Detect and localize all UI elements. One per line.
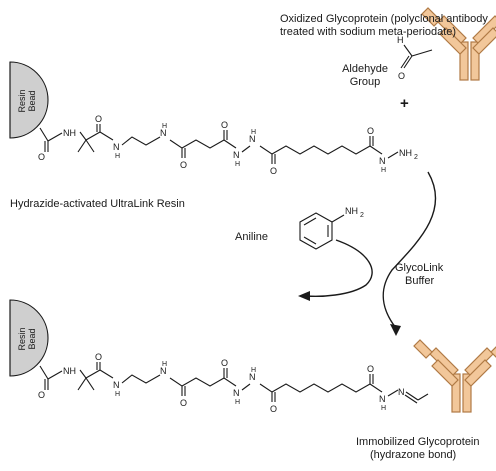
svg-text:H: H [115,391,120,398]
svg-text:O: O [270,166,277,176]
svg-text:H: H [381,167,386,174]
svg-text:2: 2 [360,212,364,219]
svg-text:NH: NH [345,206,358,216]
svg-text:O: O [95,352,102,362]
glycolink-buffer-label-line1: GlycoLink [395,262,444,274]
aldehyde-group: H O [397,35,433,81]
aldehyde-o-atom: O [398,71,405,81]
immobilized-glycoprotein-label-line2: (hydrazone bond) [370,449,457,461]
svg-text:H: H [162,123,167,130]
reaction-arrows [298,171,437,336]
svg-text:N: N [160,128,167,138]
resin-bead-icon: Resin Bead [9,299,49,377]
aldehyde-label-line1: Aldehyde [342,63,388,75]
antibody-icon [421,7,496,81]
svg-text:O: O [367,364,374,374]
svg-text:H: H [251,367,256,374]
svg-text:H: H [381,405,386,412]
svg-text:N: N [379,156,386,166]
svg-text:N: N [113,142,120,152]
benzene-ring-icon: NH 2 [299,206,364,250]
bead-label-line2: Bead [27,90,37,111]
aldehyde-h-atom: H [397,35,404,45]
hydrazide-linker-chain: O NH O N H N H O O N H N [38,114,418,176]
glycolink-buffer-label-line2: Buffer [405,275,435,287]
svg-text:NH: NH [399,148,412,158]
svg-text:H: H [235,399,240,406]
oxidized-glycoprotein-label-line2: treated with sodium meta-periodate) [280,26,457,38]
svg-text:O: O [270,404,277,414]
aldehyde-label-line2: Group [349,76,381,88]
svg-text:Bead: Bead [27,328,37,349]
svg-text:N: N [398,387,405,397]
svg-text:N: N [113,380,120,390]
svg-text:H: H [162,361,167,368]
svg-text:N: N [233,388,240,398]
antibody-icon [413,339,496,413]
svg-text:O: O [180,398,187,408]
aniline-label: Aniline [235,231,269,243]
svg-text:H: H [115,153,120,160]
hydrazide-resin-label: Hydrazide-activated UltraLink Resin [10,198,185,210]
oxidized-glycoprotein-label-line1: Oxidized Glycoprotein (polyclonal antibo… [280,13,488,25]
bead-label-line1: Resin [17,89,27,112]
svg-text:Resin: Resin [17,327,27,350]
svg-text:O: O [367,126,374,136]
svg-text:H: H [251,129,256,136]
svg-text:N: N [379,394,386,404]
svg-text:O: O [180,160,187,170]
svg-text:NH: NH [63,366,76,376]
svg-text:2: 2 [414,154,418,161]
svg-text:O: O [221,358,228,368]
svg-text:N: N [249,372,256,382]
svg-text:H: H [235,161,240,168]
svg-text:NH: NH [63,128,76,138]
svg-text:O: O [38,390,45,400]
plus-sign: + [400,95,409,112]
svg-text:O: O [95,114,102,124]
svg-text:O: O [221,120,228,130]
svg-text:N: N [160,366,167,376]
svg-text:N: N [233,150,240,160]
immobilized-glycoprotein-label-line1: Immobilized Glycoprotein [356,436,480,448]
hydrazone-linker-chain: O NH O N H N H O O N H N [38,352,429,414]
svg-text:O: O [38,152,45,162]
resin-bead-icon: Resin Bead [9,61,49,139]
svg-text:N: N [249,134,256,144]
